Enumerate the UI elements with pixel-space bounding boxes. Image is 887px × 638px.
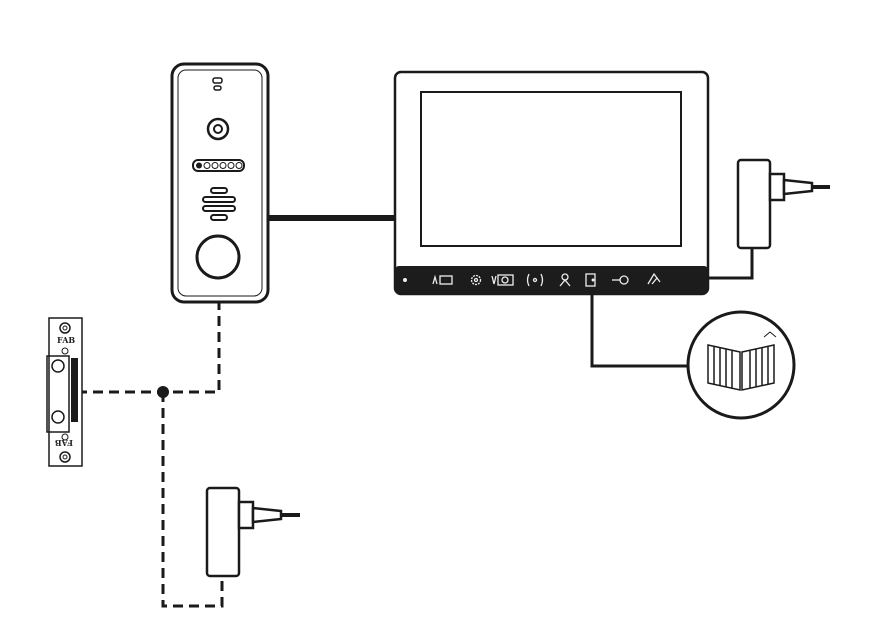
- lock-label-top: FAB: [57, 335, 75, 345]
- wire-monitor-gate: [590, 290, 688, 368]
- gate-icon: [647, 272, 661, 285]
- call-button: [195, 234, 241, 280]
- monitor-power-adapter: [736, 158, 830, 250]
- monitor: [393, 70, 710, 296]
- intercom-icon: [526, 273, 544, 287]
- door-panel: [170, 62, 270, 304]
- wires: [82, 215, 754, 608]
- wire-panel-lock: [82, 300, 221, 394]
- wire-monitor-adapter: [708, 248, 754, 280]
- speaker-icon: [202, 187, 236, 221]
- down-arrow-icon: [491, 275, 497, 285]
- monitor-button-bar: [395, 266, 708, 294]
- door-icon: [585, 273, 596, 287]
- junction-dot: [157, 386, 169, 398]
- led-icon: [212, 77, 223, 84]
- monitor-buttons: [403, 272, 661, 287]
- up-arrow-icon: [432, 274, 438, 285]
- gate-motor: [686, 310, 796, 420]
- gear-icon: [470, 274, 482, 286]
- lock-label-bottom: FAB: [55, 438, 73, 448]
- ir-leds: [192, 159, 245, 172]
- electric-lock: FAB FAB: [46, 317, 83, 467]
- camera-icon: [206, 117, 230, 141]
- monitor-screen: [420, 91, 682, 247]
- wire-lock-adapter: [161, 392, 224, 608]
- monitor-icon: [439, 275, 453, 285]
- power-led-icon: [403, 278, 407, 282]
- gate-icon: [707, 331, 777, 391]
- camera-photo-icon: [497, 274, 514, 286]
- lock-power-adapter: [205, 486, 300, 578]
